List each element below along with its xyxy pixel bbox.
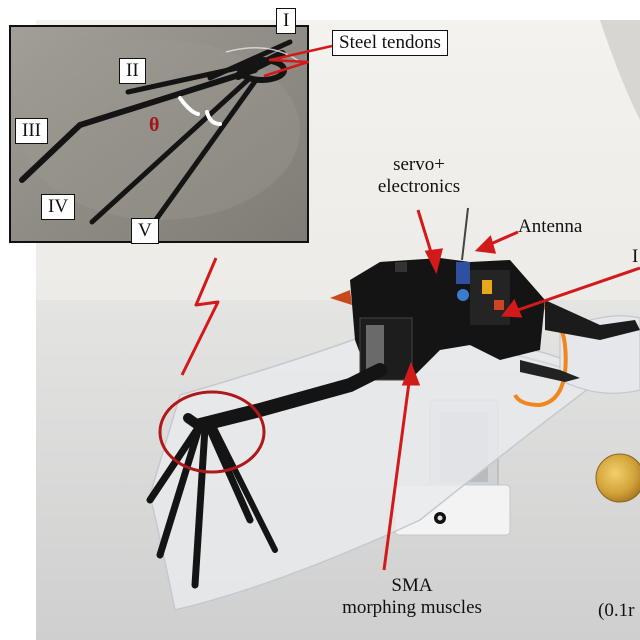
sma-muscles-label: SMA morphing muscles [314,575,510,619]
inset-label-finger-5: V [131,218,159,244]
callout-arrows [382,209,640,571]
inset-label-finger-4: IV [41,194,76,220]
servo-label-line1: servo+ [393,154,445,175]
sma-label-line1: SMA [391,575,433,596]
tendon-pointer-zigzag [263,44,333,78]
inset-label-finger-3: III [15,118,48,144]
inset-label-finger-1: I [276,8,297,34]
zigzag-connector [180,257,220,376]
steel-tendons-label: Steel tendons [332,30,448,56]
servo-electronics-label: servo+ electronics [356,154,482,198]
inset-label-finger-2: II [119,58,146,84]
angle-arc-marks [178,96,222,126]
antenna-label: Antenna [518,216,583,237]
edge-cropped-mark: I [632,246,639,267]
servo-label-line2: electronics [377,176,461,197]
sma-label-line2: morphing muscles [342,597,482,618]
coin [595,453,640,503]
wing-skeleton [146,363,387,589]
highlight-circle [158,390,266,474]
inset-photo [9,25,333,243]
scale-label: (0.1r [598,600,635,621]
inset-angle-label: θ [149,114,160,136]
